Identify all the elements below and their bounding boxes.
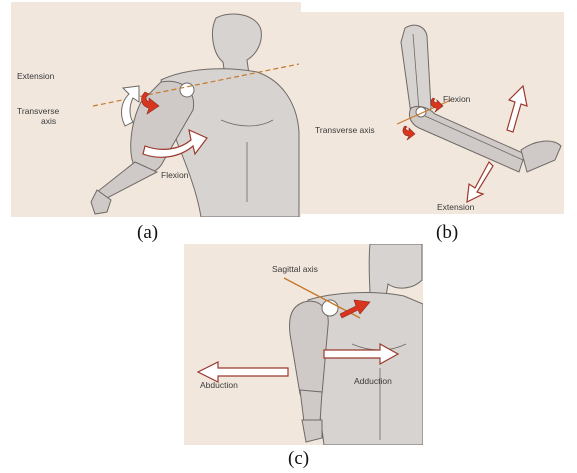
panel-c-illustration: Sagittal axis Abduction Adduction <box>184 244 423 445</box>
hand <box>521 141 561 172</box>
rotation-arrow-upper-icon <box>431 98 443 112</box>
rotation-arrow-lower-icon <box>403 126 415 140</box>
caption-c: (c) <box>288 448 309 470</box>
label-flexion: Flexion <box>161 170 189 180</box>
caption-b: (b) <box>436 222 458 244</box>
radius-bone <box>425 116 523 160</box>
head <box>212 14 261 76</box>
caption-a: (a) <box>137 222 158 244</box>
label-extension: Extension <box>437 202 475 212</box>
abduction-arrow-icon <box>198 362 288 382</box>
panel-b-illustration: Flexion Transverse axis Extension <box>301 12 564 214</box>
panel-c-shoulder-abduction-adduction: Sagittal axis Abduction Adduction <box>184 244 423 445</box>
label-transverse-axis: Transverse axis <box>315 125 375 135</box>
panel-a-illustration: Extension Transverse axis Flexion <box>11 2 301 217</box>
label-extension: Extension <box>17 71 55 81</box>
panel-a-shoulder-flexion-extension: Extension Transverse axis Flexion <box>11 2 301 217</box>
label-sagittal-axis: Sagittal axis <box>272 264 318 274</box>
head <box>369 244 422 296</box>
upper-arm <box>290 301 329 400</box>
flexion-arrow-icon <box>507 86 527 132</box>
label-abduction: Abduction <box>200 380 238 390</box>
forearm <box>409 106 525 172</box>
forearm <box>97 162 157 200</box>
label-adduction: Adduction <box>354 376 392 386</box>
label-transverse-axis-line2: axis <box>41 116 56 126</box>
hand <box>302 420 322 442</box>
extension-arrow-icon <box>467 162 493 202</box>
label-transverse-axis-line1: Transverse <box>17 106 59 116</box>
panel-b-elbow-flexion-extension: Flexion Transverse axis Extension <box>301 12 564 214</box>
shoulder-joint <box>180 83 194 97</box>
label-flexion: Flexion <box>443 94 471 104</box>
